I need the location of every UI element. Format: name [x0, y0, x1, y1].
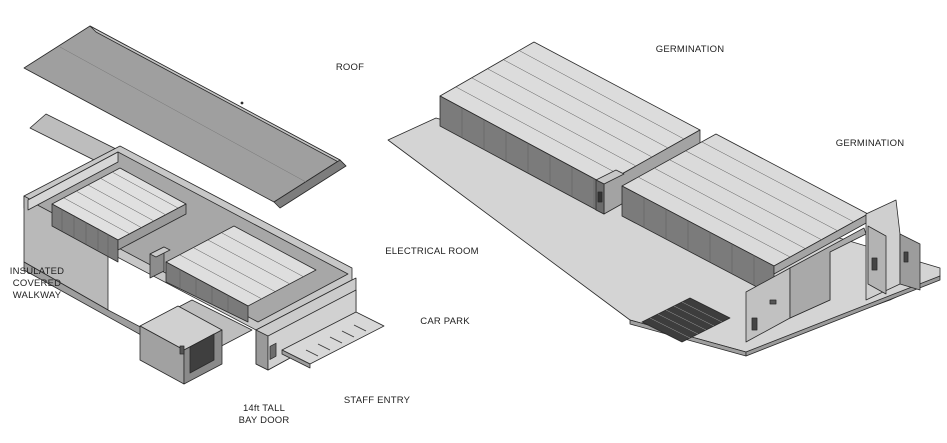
parking-grate	[641, 297, 731, 343]
connector-section	[595, 169, 625, 215]
roof-panel	[23, 25, 347, 209]
label-roof: ROOF	[335, 62, 365, 73]
label-bay-door: 14ft TALL BAY DOOR	[238, 403, 290, 426]
bay-door-annex	[139, 305, 223, 385]
car-park	[281, 311, 385, 369]
label-germination-2: GERMINATION	[835, 138, 905, 149]
label-electrical-room: ELECTRICAL ROOM	[385, 246, 479, 257]
label-car-park: CAR PARK	[420, 316, 470, 327]
exploded-view	[23, 25, 385, 385]
grow-modules-left	[51, 167, 317, 323]
label-staff-entry: STAFF ENTRY	[343, 395, 411, 406]
label-covered-walkway: INSULATED COVERED WALKWAY	[9, 266, 65, 301]
assembled-view	[387, 41, 941, 357]
end-rooms	[745, 199, 921, 343]
label-germination-1: GERMINATION	[655, 44, 725, 55]
germination-block-2	[621, 133, 869, 297]
